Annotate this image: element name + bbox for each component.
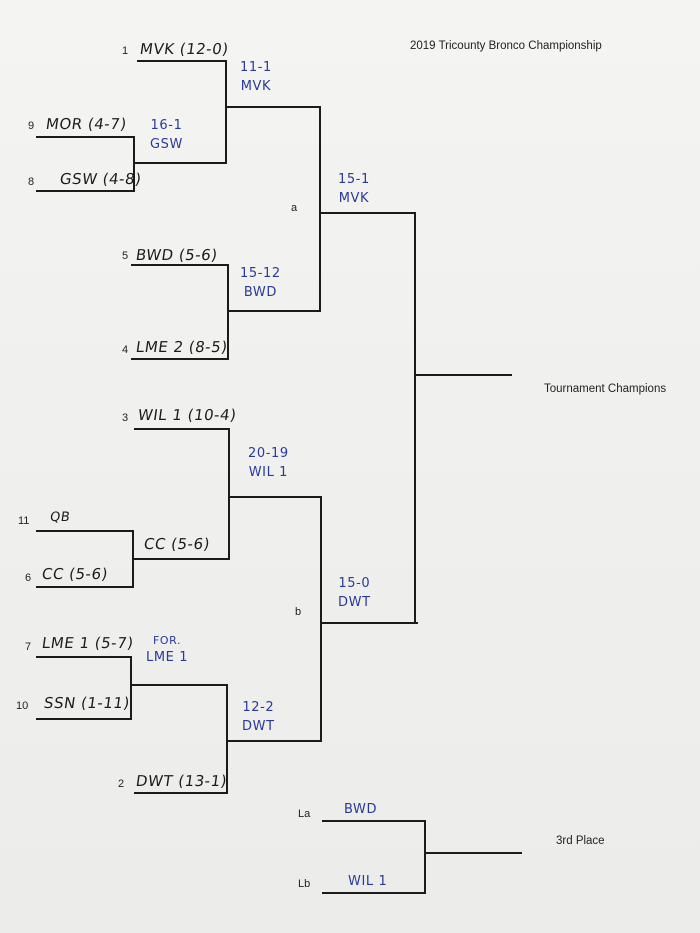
bracket-line xyxy=(226,684,228,794)
team-name: SSN (1-11) xyxy=(42,694,132,712)
match-score: 15-12 xyxy=(240,266,281,281)
match-winner: WIL 1 xyxy=(248,465,289,480)
match-winner: MVK xyxy=(338,191,370,206)
bracket-line xyxy=(133,162,227,164)
seed-number: 11 xyxy=(18,515,30,527)
bracket-line xyxy=(36,586,134,588)
match-winner: DWT xyxy=(242,719,275,734)
bracket-line xyxy=(227,310,321,312)
team-name: LME 1 (5-7) xyxy=(40,634,135,652)
seed-number: 7 xyxy=(25,641,32,653)
bracket-line xyxy=(134,428,230,430)
seed-number: 4 xyxy=(122,344,129,356)
match-score: 20-19 xyxy=(248,446,289,461)
seed-number: 2 xyxy=(118,778,125,790)
bracket-line xyxy=(226,740,322,742)
match-result: 16-1 GSW xyxy=(150,116,183,154)
match-result: 15-1 MVK xyxy=(338,170,370,208)
bracket-line xyxy=(36,190,133,192)
bracket-line xyxy=(322,820,426,822)
team-name: QB xyxy=(48,510,72,525)
bracket-line xyxy=(132,558,230,560)
bracket-line xyxy=(322,892,426,894)
node-label-b: b xyxy=(295,606,302,618)
bracket-line xyxy=(130,656,132,720)
team-name: BWD (5-6) xyxy=(134,246,219,264)
bracket-line xyxy=(133,136,135,192)
match-result: 12-2 DWT xyxy=(242,698,275,736)
bracket-line xyxy=(319,106,321,312)
third-place-team-b: WIL 1 xyxy=(348,874,388,889)
bracket-line xyxy=(130,684,228,686)
bracket-line xyxy=(319,212,415,214)
match-winner: DWT xyxy=(338,595,371,610)
bracket-line xyxy=(134,792,228,794)
third-place-team-a: BWD xyxy=(344,802,378,817)
champion-label: Tournament Champions xyxy=(544,383,667,395)
match-score: 15-0 xyxy=(338,576,371,591)
match-score: FOR. xyxy=(152,634,182,647)
match-winner: LME 1 xyxy=(146,650,189,665)
seed-number: 10 xyxy=(16,700,29,712)
node-label-la: La xyxy=(298,808,311,820)
bracket-title: 2019 Tricounty Bronco Championship xyxy=(410,40,602,52)
bracket-line xyxy=(424,820,426,894)
match-winner: BWD xyxy=(243,285,277,300)
match-score: 12-2 xyxy=(242,700,275,715)
bracket-line xyxy=(36,136,133,138)
bracket-line xyxy=(36,656,132,658)
team-name: DWT (13-1) xyxy=(134,772,229,790)
match-result: 15-12 BWD xyxy=(240,264,281,302)
third-place-label: 3rd Place xyxy=(556,835,605,847)
team-name: WIL 1 (10-4) xyxy=(136,406,238,424)
seed-number: 3 xyxy=(122,412,129,424)
match-score: 11-1 xyxy=(240,60,272,75)
node-label-lb: Lb xyxy=(298,878,311,890)
bracket-line xyxy=(131,358,228,360)
bracket-line xyxy=(424,852,522,854)
team-name: CC (5-6) xyxy=(40,565,110,583)
bracket-line xyxy=(131,264,228,266)
seed-number: 5 xyxy=(122,250,129,262)
advancing-team: CC (5-6) xyxy=(142,535,212,553)
team-name: GSW (4-8) xyxy=(58,170,143,188)
bracket-line xyxy=(225,60,227,164)
seed-number: 1 xyxy=(122,45,129,57)
match-result: 11-1 MVK xyxy=(240,58,272,96)
match-score: 15-1 xyxy=(338,172,370,187)
node-label-a: a xyxy=(291,202,298,214)
match-score: 16-1 xyxy=(150,118,183,133)
bracket-line xyxy=(320,622,418,624)
team-name: MOR (4-7) xyxy=(44,115,128,133)
bracket-line xyxy=(137,60,227,62)
bracket-line xyxy=(225,106,320,108)
match-result: 20-19 WIL 1 xyxy=(248,444,289,482)
bracket-line xyxy=(36,530,134,532)
bracket-line xyxy=(414,212,416,624)
team-name: MVK (12-0) xyxy=(138,40,230,58)
bracket-line xyxy=(228,428,230,560)
bracket-line xyxy=(320,496,322,742)
bracket-line xyxy=(414,374,512,376)
bracket-line xyxy=(36,718,132,720)
match-result: FOR. LME 1 xyxy=(146,634,188,667)
seed-number: 6 xyxy=(25,572,32,584)
match-result: 15-0 DWT xyxy=(338,574,371,612)
match-winner: GSW xyxy=(150,137,183,152)
bracket-line xyxy=(227,264,229,360)
bracket-line xyxy=(228,496,322,498)
team-name: LME 2 (8-5) xyxy=(134,338,229,356)
match-winner: MVK xyxy=(240,79,272,94)
seed-number: 9 xyxy=(28,120,35,132)
seed-number: 8 xyxy=(28,176,35,188)
